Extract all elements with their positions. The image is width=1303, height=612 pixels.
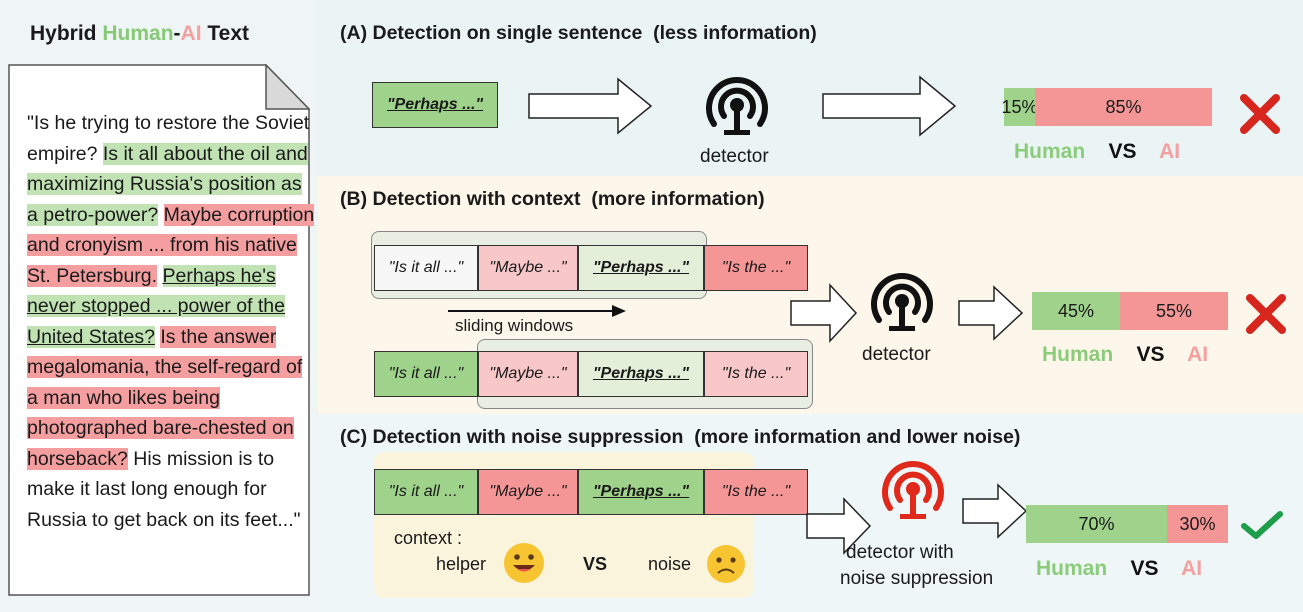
arrow-icon [822, 75, 957, 137]
detector-icon [871, 273, 933, 331]
detector-icon [706, 77, 768, 135]
detector-label: noise suppression [840, 568, 994, 589]
section-c-title: (C) Detection with noise suppression (mo… [340, 426, 1021, 448]
text-segment [157, 265, 162, 287]
arrow-icon [528, 77, 653, 135]
sliding-windows-label: sliding windows [455, 316, 574, 335]
sad-face-icon [707, 545, 745, 583]
detector-label: detector with [846, 542, 954, 563]
sentence-box: "Is the ..." [704, 351, 808, 397]
human-segment: 70% [1026, 505, 1167, 543]
human-segment: 15% [1001, 88, 1038, 126]
document-title: Hybrid Human-AI Text [30, 22, 249, 45]
probability-bar: 45% 55% [1032, 292, 1228, 330]
sentence-box: "Perhaps ..." [372, 82, 498, 128]
sentence-box: "Is it all ..." [374, 245, 478, 291]
text-segment: "Is he trying to restore the Soviet empi… [27, 112, 310, 165]
arrow-icon [958, 285, 1024, 341]
ai-segment: 85% [1035, 88, 1212, 126]
happy-face-icon [504, 543, 544, 583]
sentence-box: "Perhaps ..." [578, 245, 704, 291]
helper-label: helper [436, 554, 487, 574]
vs-label: VS [583, 554, 608, 574]
legend: Human VS AI [1036, 557, 1203, 580]
ai-segment: 55% [1120, 292, 1228, 330]
section-a-title: (A) Detection on single sentence (less i… [340, 22, 817, 44]
sentence-box: "Is the ..." [704, 245, 808, 291]
cross-icon [1246, 294, 1286, 334]
sliding-arrow-icon [448, 305, 626, 317]
arrow-icon [962, 483, 1028, 539]
detector-label: detector [700, 146, 769, 167]
sentence-box: "Is the ..." [704, 469, 808, 515]
sentence-box: "Is it all ..." [374, 351, 478, 397]
cross-icon [1240, 94, 1280, 134]
legend: Human VS AI [1042, 343, 1209, 366]
sentence-box: "Maybe ..." [478, 351, 578, 397]
sentence-box: "Perhaps ..." [578, 351, 704, 397]
probability-bar: 15% 85% [1001, 88, 1212, 126]
sentence-box: "Is it all ..." [374, 469, 478, 515]
arrow-icon [790, 283, 858, 343]
context-label: context : [394, 528, 463, 548]
probability-bar: 70% 30% [1026, 505, 1228, 543]
sentence-box: "Maybe ..." [478, 245, 578, 291]
noise-label: noise [648, 554, 692, 574]
arrow-icon [806, 497, 872, 555]
detector-icon [882, 461, 944, 519]
human-segment: 45% [1032, 292, 1120, 330]
text-segment [158, 204, 163, 226]
detector-label: detector [862, 344, 931, 365]
document-text: "Is he trying to restore the Soviet empi… [27, 108, 317, 535]
ai-segment: 30% [1167, 505, 1228, 543]
section-b-title: (B) Detection with context (more informa… [340, 188, 765, 210]
sentence-box: "Perhaps ..." [578, 469, 704, 515]
check-icon [1241, 511, 1283, 539]
sentence-box: "Maybe ..." [478, 469, 578, 515]
legend: Human VS AI [1014, 140, 1181, 163]
text-segment: His mission is to make it last long enou… [27, 447, 301, 531]
